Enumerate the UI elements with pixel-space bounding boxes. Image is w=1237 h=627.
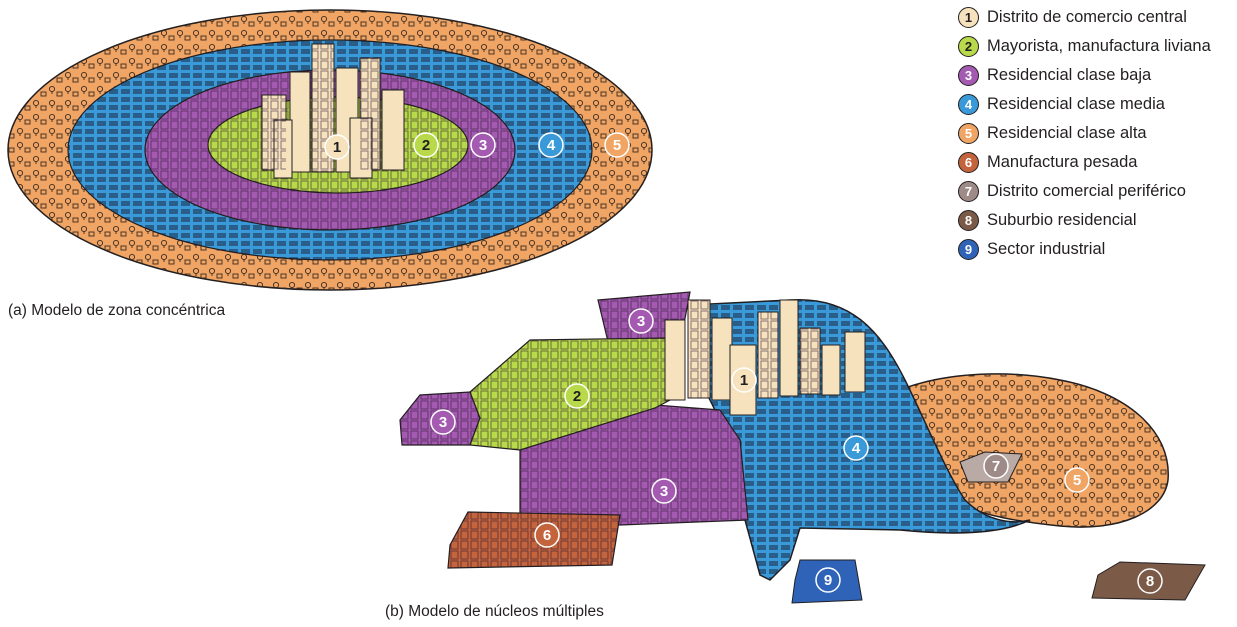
zone-marker-4: 4 [844,436,868,460]
legend-number-badge: 2 [958,36,979,57]
legend-label: Residencial clase media [987,93,1233,115]
legend-number-badge: 5 [958,123,979,144]
zone-marker-2: 2 [414,133,438,157]
zone-marker-number: 9 [824,572,832,589]
zone-marker-3: 3 [431,410,455,434]
legend-number-badge: 3 [958,65,979,86]
legend-number-badge: 1 [958,7,979,28]
zone-marker-8: 8 [1138,569,1162,593]
legend-number-badge: 6 [958,152,979,173]
zone-marker-6: 6 [535,523,559,547]
caption-concentric-model: (a) Modelo de zona concéntrica [8,302,225,320]
legend-item-9: 9 Sector industrial [958,238,1233,260]
zone-marker-4: 4 [539,133,563,157]
zone-marker-number: 5 [1073,472,1081,489]
legend-number-badge: 9 [958,239,979,260]
zone-marker-number: 3 [479,137,487,154]
legend-item-7: 7 Distrito comercial periférico [958,180,1233,202]
zone-marker-3: 3 [471,133,495,157]
nuclei-zone-6-texture [448,512,620,568]
legend-item-3: 3 Residencial clase baja [958,64,1233,86]
legend-item-5: 5 Residencial clase alta [958,122,1233,144]
legend-item-2: 2 Mayorista, manufactura liviana [958,35,1233,57]
zone-marker-5: 5 [1065,468,1089,492]
legend-label: Suburbio residencial [987,209,1233,231]
zone-marker-number: 3 [439,414,447,431]
zone-marker-number: 3 [637,313,645,330]
legend-item-1: 1 Distrito de comercio central [958,6,1233,28]
caption-multiple-nuclei-model: (b) Modelo de núcleos múltiples [385,603,604,621]
multiple-nuclei-model [400,292,1205,603]
legend-label: Mayorista, manufactura liviana [987,35,1233,57]
legend-label: Residencial clase alta [987,122,1233,144]
legend-item-8: 8 Suburbio residencial [958,209,1233,231]
legend-label: Distrito de comercio central [987,6,1233,28]
zone-marker-number: 4 [547,137,556,154]
legend-number-badge: 7 [958,181,979,202]
zone-marker-1: 1 [732,368,756,392]
legend: 1 Distrito de comercio central 2 Mayorista,… [958,6,1233,267]
zone-marker-2: 2 [565,384,589,408]
zone-marker-5: 5 [605,133,629,157]
legend-label: Sector industrial [987,238,1233,260]
legend-item-6: 6 Manufactura pesada [958,151,1233,173]
zone-marker-7: 7 [984,454,1008,478]
zone-marker-3: 3 [629,309,653,333]
zone-marker-number: 3 [660,483,668,500]
legend-number-badge: 4 [958,94,979,115]
zone-marker-number: 6 [543,527,551,544]
legend-label: Manufactura pesada [987,151,1233,173]
legend-label: Distrito comercial periférico [987,180,1233,202]
zone-marker-number: 1 [333,139,341,156]
zone-marker-number: 8 [1146,573,1154,590]
zone-marker-number: 5 [613,137,621,154]
zone-marker-1: 1 [325,135,349,159]
zone-marker-number: 4 [852,440,861,457]
zone-marker-number: 1 [740,372,748,389]
zone-marker-number: 2 [573,388,581,405]
zone-marker-9: 9 [816,568,840,592]
legend-item-4: 4 Residencial clase media [958,93,1233,115]
legend-number-badge: 8 [958,210,979,231]
zone-marker-number: 2 [422,137,430,154]
zone-marker-number: 7 [992,458,1000,475]
zone-marker-3: 3 [652,479,676,503]
legend-label: Residencial clase baja [987,64,1233,86]
